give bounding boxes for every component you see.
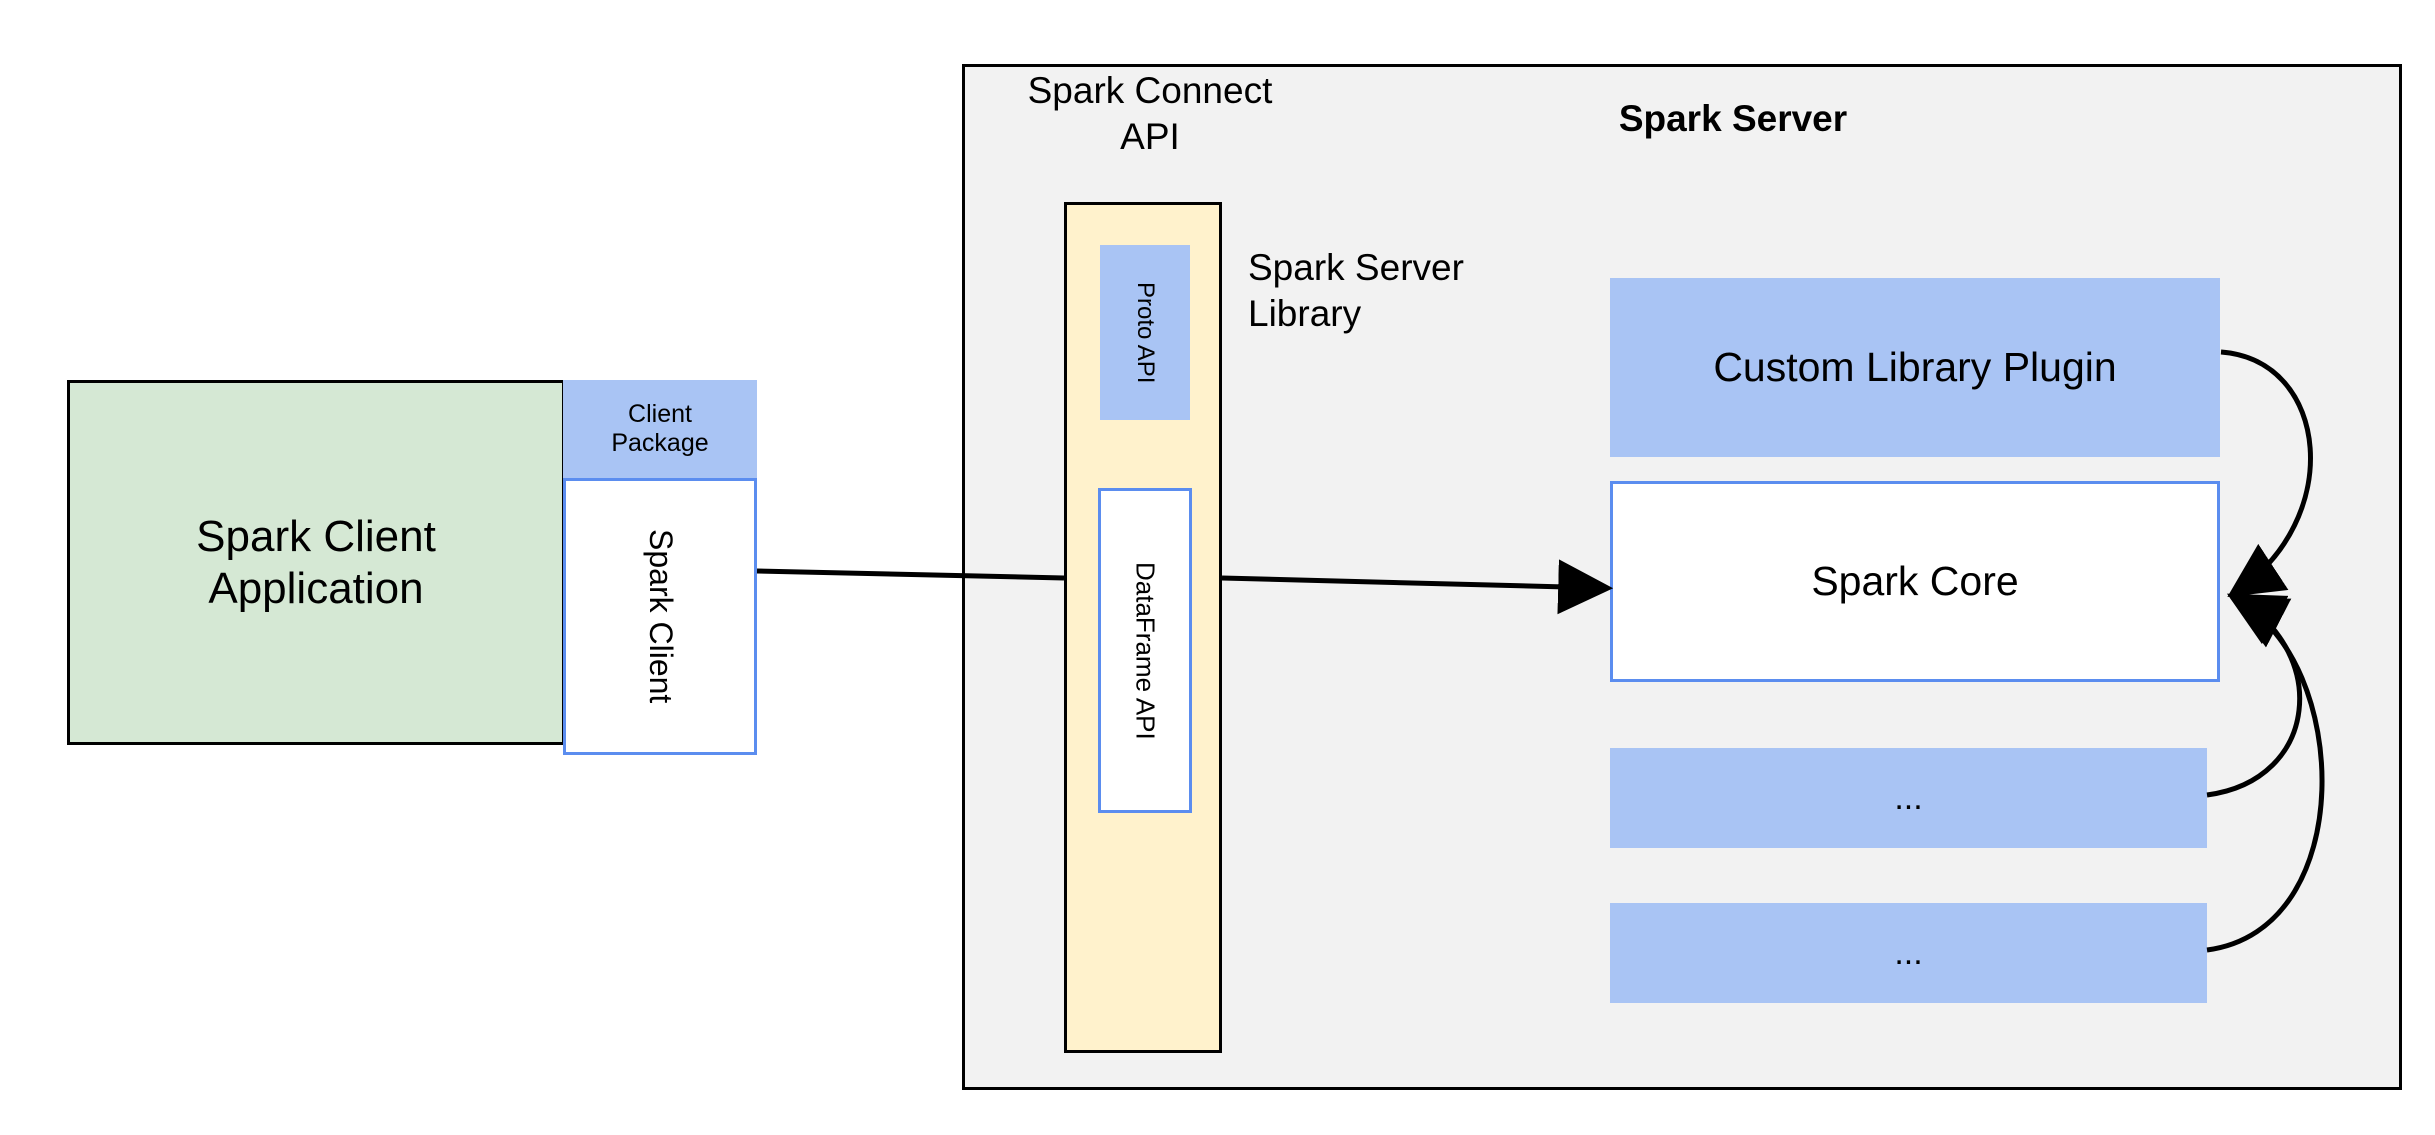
dataframe-api-label: DataFrame API [1130,561,1161,740]
server-component-placeholder-2[interactable]: ... [1610,903,2207,1003]
spark-client-application-label: Spark Client Application [196,511,436,615]
proto-api-label: Proto API [1132,281,1160,384]
spark-core-label: Spark Core [1811,558,2019,605]
spark-server-title: Spark Server [1618,98,1848,139]
client-app-line-1: Spark Client [196,511,436,561]
connect-api-line-2: API [1120,116,1180,158]
proto-api-box[interactable]: Proto API [1100,245,1190,420]
spark-client-box[interactable]: Spark Client [563,478,757,755]
ellipsis-label-1: ... [1894,778,1923,817]
server-library-line-1: Spark Server [1248,247,1464,288]
spark-server-library-label: Spark Server Library [1248,245,1568,338]
spark-client-label: Spark Client [642,529,679,704]
custom-library-plugin-box[interactable]: Custom Library Plugin [1610,278,2220,457]
client-package-label: Client Package [611,400,708,459]
server-component-placeholder-1[interactable]: ... [1610,748,2207,848]
client-package-line-1: Client [628,399,692,428]
spark-connect-api-label: Spark Connect API [1000,68,1300,161]
custom-library-plugin-label: Custom Library Plugin [1713,344,2117,391]
client-package-box[interactable]: Client Package [563,380,757,478]
server-library-line-2: Library [1248,293,1362,335]
client-package-line-2: Package [611,429,709,457]
connect-api-line-1: Spark Connect [1027,70,1273,111]
spark-core-box[interactable]: Spark Core [1610,481,2220,682]
dataframe-api-box[interactable]: DataFrame API [1098,488,1192,813]
ellipsis-label-2: ... [1894,933,1923,972]
client-app-line-2: Application [208,563,424,613]
spark-client-application-box[interactable]: Spark Client Application [67,380,565,745]
